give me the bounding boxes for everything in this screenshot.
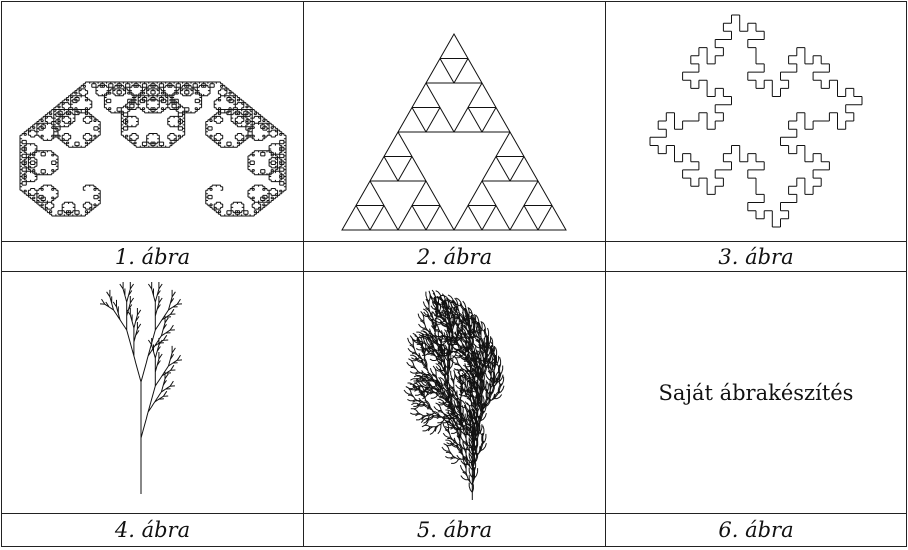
caption-3: 3. ábra xyxy=(606,242,906,271)
caption-6: 6. ábra xyxy=(606,514,906,546)
figure-2-cell xyxy=(304,2,605,241)
own-drawing-placeholder: Saját ábrakészítés xyxy=(606,272,906,513)
caption-2: 2. ábra xyxy=(304,242,605,271)
lsystem-bush-icon xyxy=(304,272,605,513)
caption-5: 5. ábra xyxy=(304,514,605,546)
caption-1: 1. ábra xyxy=(2,242,303,271)
lsystem-plant-icon xyxy=(2,272,303,513)
figure-5-cell xyxy=(304,272,605,513)
sierpinski-triangle-icon xyxy=(304,2,605,241)
figure-4-cell xyxy=(2,272,303,513)
quadratic-koch-island-icon xyxy=(606,2,906,241)
caption-4: 4. ábra xyxy=(2,514,303,546)
figure-1-cell xyxy=(2,2,303,241)
dragon-curve-icon xyxy=(2,2,303,241)
table-border-right xyxy=(906,1,907,547)
figure-3-cell xyxy=(606,2,906,241)
table-border-bottom xyxy=(1,546,907,547)
